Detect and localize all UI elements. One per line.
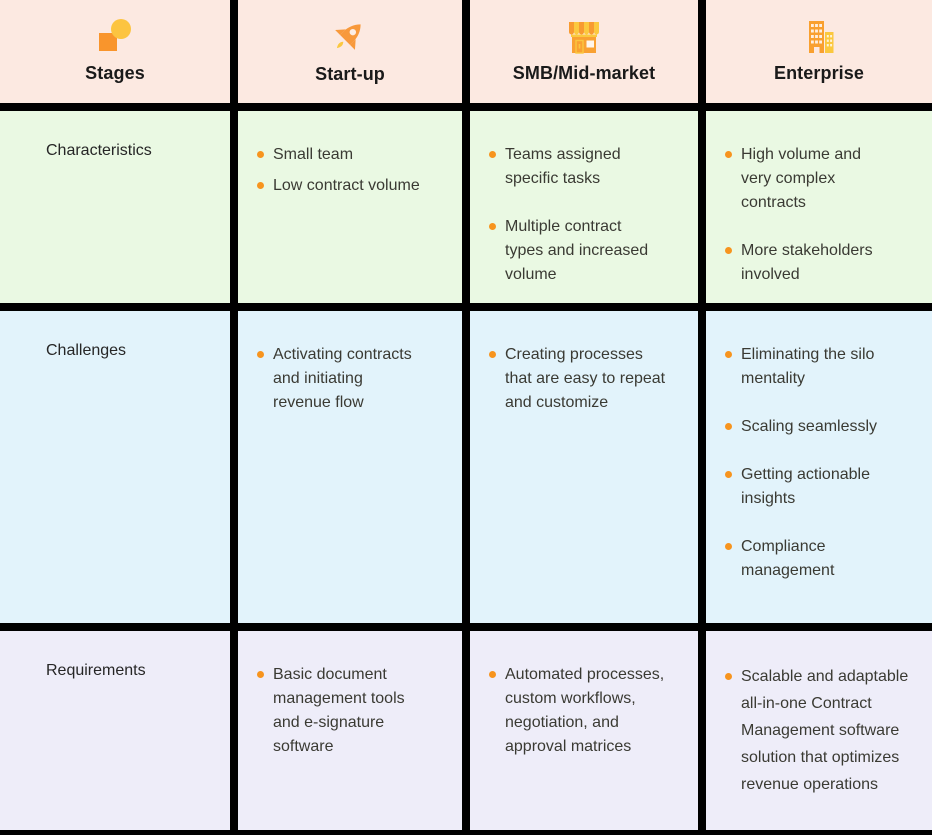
list-item: Scaling seamlessly	[725, 415, 918, 439]
row-label-text: Characteristics	[46, 142, 152, 159]
list-item: Compliance management	[725, 535, 918, 583]
header-label-smb: SMB/Mid-market	[512, 63, 656, 83]
list-item: Multiple contract types and increased vo…	[489, 215, 684, 287]
list-item-text: More stakeholders involved	[741, 242, 873, 283]
list-item-text: Creating processes that are easy to repe…	[505, 346, 666, 411]
bullet-dot-icon	[725, 423, 732, 430]
list-item-text: Low contract volume	[273, 177, 420, 194]
bullet-dot-icon	[257, 671, 264, 678]
bullet-dot-icon	[725, 351, 732, 358]
header-label-stages: Stages	[85, 63, 145, 83]
header-cell-enterprise: Enterprise	[706, 0, 932, 103]
bullet-dot-icon	[257, 182, 264, 189]
row-label-text: Challenges	[46, 342, 127, 359]
list-item: Low contract volume	[257, 174, 448, 198]
cell-characteristics-enterprise: High volume and very complex contracts M…	[706, 111, 932, 303]
list-item: Automated processes, custom workflows, n…	[489, 663, 684, 759]
header-cell-stages: Stages	[0, 0, 230, 103]
list-item: Activating contracts and initiating reve…	[257, 343, 448, 415]
header-label-enterprise: Enterprise	[773, 63, 865, 83]
list-item: Basic document management tools and e-si…	[257, 663, 448, 759]
bullet-dot-icon	[725, 247, 732, 254]
list-item: Scalable and adaptable all-in-one Contra…	[725, 663, 918, 798]
cell-characteristics-startup: Small team Low contract volume	[238, 111, 462, 303]
list-item-text: Small team	[273, 146, 354, 163]
list-item-text: Activating contracts and initiating reve…	[273, 346, 412, 411]
list-item: Getting actionable insights	[725, 463, 918, 511]
header-label-startup: Start-up	[315, 64, 385, 84]
list-item-text: Basic document management tools and e-si…	[273, 666, 405, 755]
bullet-dot-icon	[257, 351, 264, 358]
list-item-text: Eliminating the silo mentality	[741, 346, 875, 387]
header-cell-startup: Start-up	[238, 0, 462, 103]
header-cell-smb: SMB/Mid-market	[470, 0, 698, 103]
bullet-dot-icon	[725, 673, 732, 680]
bullet-dot-icon	[489, 223, 496, 230]
list-item: Small team	[257, 143, 448, 167]
cell-challenges-startup: Activating contracts and initiating reve…	[238, 311, 462, 623]
cell-challenges-enterprise: Eliminating the silo mentality Scaling s…	[706, 311, 932, 623]
bullet-dot-icon	[489, 671, 496, 678]
bullet-dot-icon	[725, 543, 732, 550]
row-label-requirements: Requirements	[0, 631, 230, 830]
bullet-dot-icon	[257, 151, 264, 158]
cell-requirements-enterprise: Scalable and adaptable all-in-one Contra…	[706, 631, 932, 830]
cell-requirements-smb: Automated processes, custom workflows, n…	[470, 631, 698, 830]
row-label-challenges: Challenges	[0, 311, 230, 623]
list-item-text: Getting actionable insights	[741, 466, 870, 507]
list-item: More stakeholders involved	[725, 239, 918, 287]
list-item: High volume and very complex contracts	[725, 143, 918, 215]
bullet-dot-icon	[725, 471, 732, 478]
list-item: Teams assigned specific tasks	[489, 143, 684, 191]
list-item-text: Automated processes, custom workflows, n…	[505, 666, 665, 755]
list-item-text: Compliance management	[741, 538, 835, 579]
list-item-text: Teams assigned specific tasks	[505, 146, 621, 187]
list-item-text: Scaling seamlessly	[741, 418, 878, 435]
square-and-circle-icon	[96, 19, 134, 55]
list-item-text: Multiple contract types and increased vo…	[505, 218, 649, 283]
list-item-text: High volume and very complex contracts	[741, 146, 862, 211]
bullet-dot-icon	[489, 151, 496, 158]
bullet-dot-icon	[725, 151, 732, 158]
list-item-text: Scalable and adaptable all-in-one Contra…	[741, 668, 909, 793]
bullet-dot-icon	[489, 351, 496, 358]
list-item: Creating processes that are easy to repe…	[489, 343, 684, 415]
cell-characteristics-smb: Teams assigned specific tasks Multiple c…	[470, 111, 698, 303]
rocket-icon	[331, 18, 369, 56]
list-item: Eliminating the silo mentality	[725, 343, 918, 391]
office-buildings-icon	[800, 19, 838, 55]
row-label-characteristics: Characteristics	[0, 111, 230, 303]
row-label-text: Requirements	[46, 662, 146, 679]
storefront-icon	[565, 19, 603, 55]
cell-requirements-startup: Basic document management tools and e-si…	[238, 631, 462, 830]
cell-challenges-smb: Creating processes that are easy to repe…	[470, 311, 698, 623]
